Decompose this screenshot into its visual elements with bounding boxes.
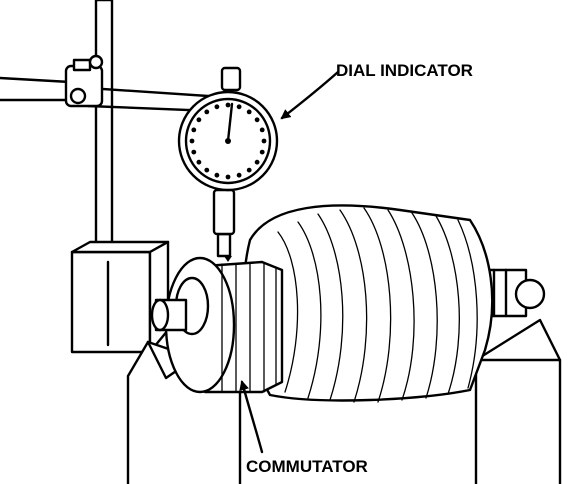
- dial-graduations: [189, 102, 267, 180]
- commutator: [164, 256, 284, 394]
- dial-graduation-mark: [214, 172, 220, 178]
- dial-indicator: [177, 66, 279, 262]
- dial-graduation-mark: [191, 127, 197, 133]
- dial-graduation-mark: [204, 109, 210, 115]
- dial-graduation-mark: [214, 104, 220, 110]
- dial-graduation-mark: [225, 102, 231, 108]
- armature-shaft-left: [150, 298, 188, 332]
- dial-indicator-leader: [280, 70, 340, 120]
- stand-clamp: [64, 54, 104, 108]
- dial-graduation-mark: [246, 109, 252, 115]
- dial-graduation-mark: [204, 167, 210, 173]
- dial-indicator-label: DIAL INDICATOR: [336, 61, 473, 80]
- dial-graduation-mark: [236, 172, 242, 178]
- support-block-left: [70, 240, 170, 354]
- dial-graduation-mark: [254, 117, 260, 123]
- dial-graduation-mark: [196, 117, 202, 123]
- dial-graduation-mark: [189, 138, 195, 144]
- dial-graduation-mark: [259, 149, 265, 155]
- dial-graduation-mark: [236, 104, 242, 110]
- dial-graduation-mark: [259, 127, 265, 133]
- dial-graduation-mark: [261, 138, 267, 144]
- armature-shaft-right: [484, 268, 546, 318]
- dial-graduation-mark: [196, 159, 202, 165]
- dial-graduation-mark: [225, 174, 231, 180]
- commutator-leader: [239, 380, 264, 454]
- dial-graduation-mark: [254, 159, 260, 165]
- v-block-right: [474, 318, 562, 484]
- commutator-label: COMMUTATOR: [246, 457, 368, 476]
- stand-rod: [94, 0, 114, 264]
- dial-graduation-mark: [191, 149, 197, 155]
- dial-graduation-mark: [246, 167, 252, 173]
